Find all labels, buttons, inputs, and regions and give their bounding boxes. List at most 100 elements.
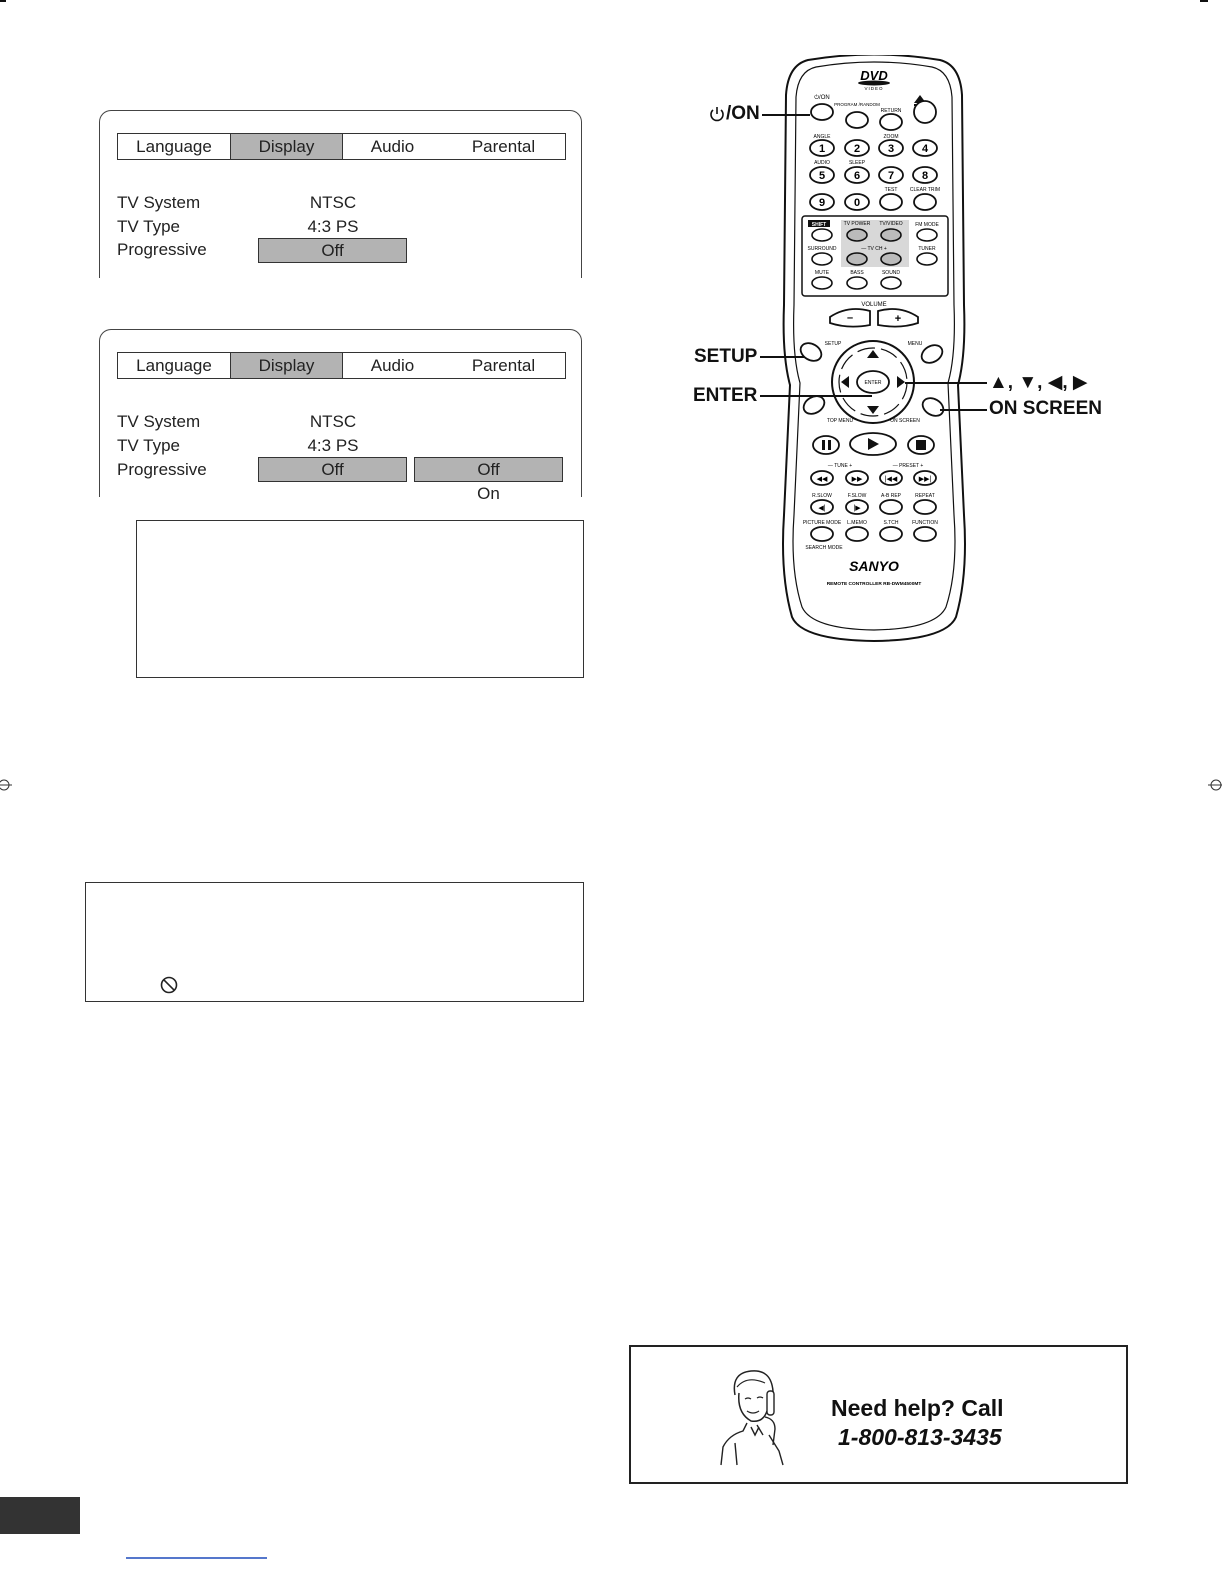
s-tch-button[interactable] — [879, 526, 903, 542]
tv-power-button[interactable] — [846, 228, 868, 242]
menu-button[interactable] — [918, 342, 945, 367]
top-menu-button[interactable] — [800, 393, 827, 418]
search-mode-label: SEARCH MODE — [805, 545, 843, 551]
tab-display[interactable]: Display — [230, 353, 342, 378]
progressive-option-on[interactable]: On — [477, 484, 500, 503]
digit-6-button[interactable] — [844, 166, 870, 184]
f-slow-label: F.SLOW — [848, 493, 867, 499]
skip-forward-button[interactable] — [913, 470, 937, 486]
volume-down-button[interactable] — [829, 308, 871, 328]
program-button[interactable] — [845, 111, 869, 129]
r-slow-button[interactable] — [810, 499, 834, 515]
bass-button[interactable] — [846, 276, 868, 290]
digit-6-label: 6 — [854, 170, 860, 182]
svg-text:–: – — [847, 312, 853, 324]
ab-rep-button[interactable] — [879, 499, 903, 515]
help-phone-number[interactable]: 1-800-813-3435 — [838, 1424, 1002, 1450]
enter-small-label: ENTER — [865, 380, 882, 386]
enter-button[interactable] — [856, 370, 890, 394]
tv-type-value: 4:3 PS — [307, 436, 359, 455]
digit-3-label: 3 — [888, 143, 894, 155]
picture-mode-label: PICTURE MODE — [803, 520, 842, 526]
svg-text:◀|: ◀| — [818, 505, 825, 512]
setup-callout: SETUP — [694, 346, 758, 367]
r-slow-label: R.SLOW — [812, 493, 832, 499]
on-screen-button[interactable] — [919, 395, 946, 420]
tv-ch-down-button[interactable] — [846, 252, 868, 266]
progressive-value[interactable]: Off — [258, 238, 407, 263]
digit-7-button[interactable] — [878, 166, 904, 184]
digit-2-button[interactable] — [844, 139, 870, 157]
picture-mode-button[interactable] — [810, 526, 834, 542]
clear-trim-button[interactable] — [913, 193, 937, 211]
setup-small-label: SETUP — [825, 341, 842, 347]
progressive-option-off[interactable]: Off — [414, 457, 563, 482]
progressive-label: Progressive — [117, 460, 207, 479]
tab-language[interactable]: Language — [136, 355, 212, 375]
shift-badge — [808, 220, 830, 227]
tab-parental[interactable]: Parental — [471, 136, 536, 156]
progressive-label: Progressive — [117, 240, 207, 259]
digit-1-button[interactable] — [809, 139, 835, 157]
menu-small-label: MENU — [908, 341, 923, 347]
s-tch-label: S.TCH — [884, 520, 899, 526]
fm-mode-button[interactable] — [916, 228, 938, 242]
test-button[interactable] — [879, 193, 903, 211]
function-button[interactable] — [913, 526, 937, 542]
tab-audio[interactable]: Audio — [342, 134, 442, 159]
l-memo-button[interactable] — [845, 526, 869, 542]
tab-display[interactable]: Display — [230, 134, 342, 159]
repeat-button[interactable] — [913, 499, 937, 515]
down-arrow-icon[interactable] — [867, 406, 879, 414]
tab-language[interactable]: Language — [136, 136, 212, 156]
digit-4-button[interactable] — [912, 139, 938, 157]
sound-button[interactable] — [880, 276, 902, 290]
digit-9-button[interactable] — [809, 193, 835, 211]
registration-mark-icon — [1208, 779, 1222, 791]
tv-ch-up-button[interactable] — [880, 252, 902, 266]
on-screen-small-label: ON SCREEN — [890, 418, 920, 424]
skip-back-button[interactable] — [879, 470, 903, 486]
svg-text:+: + — [895, 313, 901, 325]
shift-button[interactable] — [811, 228, 833, 242]
setup-button[interactable] — [797, 340, 824, 365]
power-small-label: ⏻/ON — [814, 94, 829, 101]
digit-0-label: 0 — [854, 197, 860, 209]
digit-3-button[interactable] — [878, 139, 904, 157]
f-slow-button[interactable] — [845, 499, 869, 515]
eject-button[interactable] — [913, 100, 937, 124]
return-button[interactable] — [879, 113, 903, 131]
menu-tabs: Language Display Audio Parental — [117, 133, 566, 160]
function-label: FUNCTION — [912, 520, 938, 526]
l-memo-label: L.MEMO — [847, 520, 867, 526]
mute-button[interactable] — [811, 276, 833, 290]
digit-0-button[interactable] — [844, 193, 870, 211]
progressive-value[interactable]: Off — [258, 457, 407, 482]
preset-label: — PRESET + — [893, 463, 924, 469]
left-arrow-icon[interactable] — [841, 376, 849, 388]
rewind-button[interactable] — [810, 470, 834, 486]
program-label: PROGRAM /RANDOM — [834, 102, 880, 107]
up-arrow-icon[interactable] — [867, 350, 879, 358]
pause-button[interactable] — [812, 435, 840, 455]
caution-box — [85, 882, 584, 1002]
tab-parental[interactable]: Parental — [471, 355, 536, 375]
svg-text:◀◀: ◀◀ — [817, 476, 828, 483]
power-button[interactable] — [810, 103, 834, 121]
fast-forward-button[interactable] — [845, 470, 869, 486]
tuner-button[interactable] — [916, 252, 938, 266]
crop-mark — [1200, 0, 1208, 2]
stop-icon — [916, 440, 926, 450]
digit-5-button[interactable] — [809, 166, 835, 184]
tv-video-button[interactable] — [880, 228, 902, 242]
tv-power-label: TV POWER — [844, 221, 871, 227]
help-box: Need help? Call 1-800-813-3435 — [629, 1345, 1128, 1484]
right-arrow-icon[interactable] — [897, 376, 905, 388]
tab-audio[interactable]: Audio — [342, 353, 442, 378]
prohibited-icon — [160, 976, 178, 994]
volume-up-button[interactable] — [877, 308, 919, 328]
digit-8-button[interactable] — [912, 166, 938, 184]
remote-control-illustration: DVD VIDEO ⏻/ON PROGRAM /RANDOM RETURN AN… — [782, 55, 966, 643]
leader-line — [760, 395, 872, 397]
surround-button[interactable] — [811, 252, 833, 266]
